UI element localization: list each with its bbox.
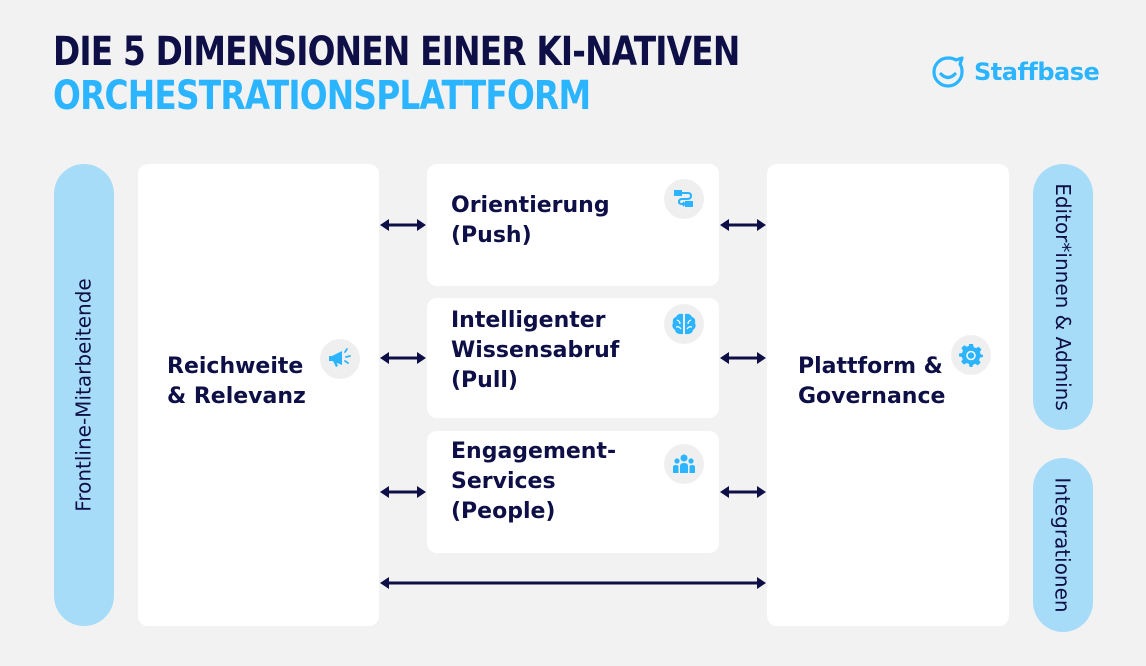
double-arrow-icon bbox=[380, 352, 426, 364]
pill-integrations: Integrationen bbox=[1033, 458, 1093, 632]
card-label: Reichweite & Relevanz bbox=[167, 354, 306, 409]
icon-badge bbox=[951, 335, 991, 375]
title-line-1: DIE 5 DIMENSIONEN EINER KI-NATIVEN bbox=[53, 29, 740, 75]
flow-icon bbox=[674, 190, 693, 207]
double-arrow-icon bbox=[720, 219, 766, 231]
smiley-bubble-icon bbox=[932, 56, 964, 88]
icon-badge bbox=[664, 304, 704, 344]
card-engagement-people: Engagement- Services (People) bbox=[427, 431, 719, 553]
card-label: Plattform & Governance bbox=[798, 354, 946, 409]
double-arrow-icon bbox=[720, 486, 766, 498]
brain-icon bbox=[672, 313, 696, 335]
title-line-2: ORCHESTRATIONSPLATTFORM bbox=[53, 73, 591, 119]
card-platform-governance: Plattform & Governance bbox=[767, 164, 1009, 626]
long-double-arrow-icon bbox=[380, 577, 766, 589]
card-knowledge-pull: Intelligenter Wissensabruf (Pull) bbox=[427, 298, 719, 418]
card-orientation-push: Orientierung (Push) bbox=[427, 164, 719, 286]
gear-icon bbox=[959, 344, 983, 367]
card-label: Engagement- Services (People) bbox=[451, 439, 617, 524]
icon-badge bbox=[664, 179, 704, 219]
card-reach-relevance: Reichweite & Relevanz bbox=[138, 164, 379, 626]
double-arrow-icon bbox=[720, 352, 766, 364]
icon-badge bbox=[320, 339, 360, 379]
double-arrow-icon bbox=[380, 486, 426, 498]
page-title: DIE 5 DIMENSIONEN EINER KI-NATIVEN ORCHE… bbox=[53, 30, 890, 118]
pill-frontline-employees: Frontline-Mitarbeitende bbox=[54, 164, 114, 626]
double-arrow-icon bbox=[380, 219, 426, 231]
icon-badge bbox=[664, 444, 704, 484]
logo-text: Staffbase bbox=[974, 58, 1100, 86]
pill-editors-admins: Editor*innen & Admins bbox=[1033, 164, 1093, 430]
pill-label: Frontline-Mitarbeitende bbox=[72, 278, 97, 512]
pill-label: Integrationen bbox=[1051, 477, 1075, 613]
card-label: Intelligenter Wissensabruf (Pull) bbox=[451, 308, 620, 393]
card-label: Orientierung (Push) bbox=[451, 193, 610, 248]
megaphone-icon bbox=[329, 348, 351, 367]
staffbase-logo: Staffbase bbox=[930, 54, 1100, 90]
pill-label: Editor*innen & Admins bbox=[1051, 183, 1075, 411]
people-icon bbox=[673, 454, 695, 473]
